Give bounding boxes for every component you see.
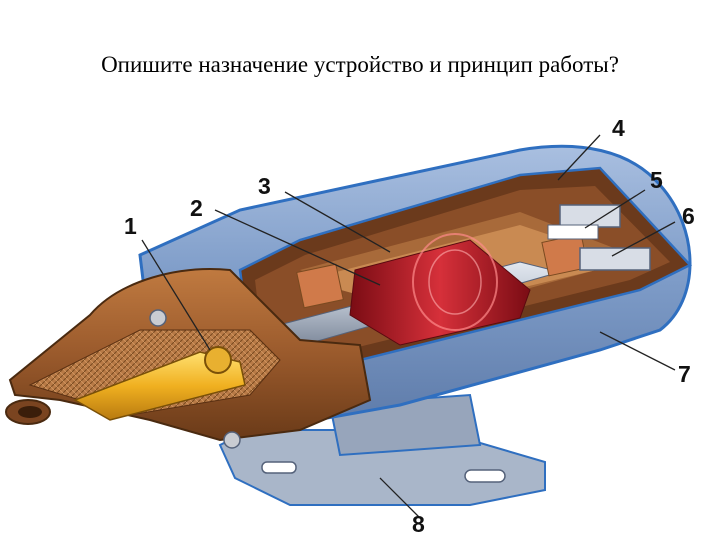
callout-7: 7	[678, 361, 691, 387]
callout-3: 3	[258, 173, 271, 199]
callout-5: 5	[650, 167, 663, 193]
slide-title: Опишите назначение устройство и принцип …	[101, 52, 619, 77]
secondary-winding	[296, 233, 589, 346]
callout-8: 8	[412, 511, 425, 537]
callout-2: 2	[190, 195, 203, 221]
rear-insulator	[547, 204, 651, 271]
callout-1: 1	[124, 213, 137, 239]
hv-cap	[5, 268, 372, 449]
callout-4: 4	[612, 115, 625, 141]
callout-6: 6	[682, 203, 695, 229]
callout-leaders	[141, 134, 676, 519]
